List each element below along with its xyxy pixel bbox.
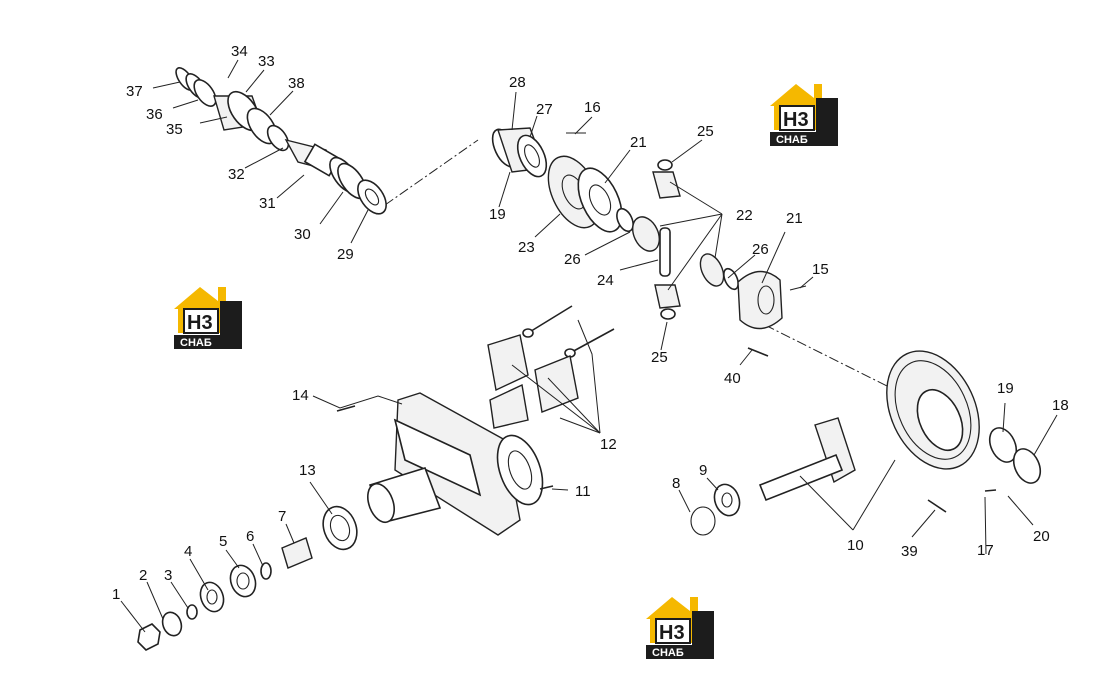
- callout-24: 24: [597, 272, 614, 289]
- callout-19-right: 19: [997, 380, 1014, 397]
- callout-33: 33: [258, 53, 275, 70]
- callout-25-bottom: 25: [651, 349, 668, 366]
- callout-34: 34: [231, 43, 248, 60]
- callout-12: 12: [600, 436, 617, 453]
- callout-20: 20: [1033, 528, 1050, 545]
- callout-14: 14: [292, 387, 309, 404]
- callout-35: 35: [166, 121, 183, 138]
- callout-19-left: 19: [489, 206, 506, 223]
- callout-7: 7: [278, 508, 286, 525]
- callout-30: 30: [294, 226, 311, 243]
- callout-37: 37: [126, 83, 143, 100]
- brand-logo: H3 CHAБ: [646, 597, 714, 659]
- callout-36: 36: [146, 106, 163, 123]
- callout-18: 18: [1052, 397, 1069, 414]
- callout-11: 11: [575, 483, 591, 500]
- callout-16: 16: [584, 99, 601, 116]
- callout-15: 15: [812, 261, 829, 278]
- callout-38: 38: [288, 75, 305, 92]
- callout-21-right: 21: [786, 210, 803, 227]
- callout-27: 27: [536, 101, 553, 118]
- brand-logo: H3 CHAБ: [174, 287, 242, 349]
- callout-6: 6: [246, 528, 254, 545]
- input-shaft-group: [173, 65, 392, 219]
- callout-32: 32: [228, 166, 245, 183]
- svg-text:CHAБ: CHAБ: [776, 134, 808, 146]
- svg-text:CHAБ: CHAБ: [652, 647, 684, 659]
- callout-22: 22: [736, 207, 753, 224]
- callout-40: 40: [724, 370, 741, 387]
- svg-text:H3: H3: [783, 109, 809, 131]
- callout-1: 1: [112, 586, 120, 603]
- svg-text:H3: H3: [659, 622, 685, 644]
- callout-8: 8: [672, 475, 680, 492]
- brand-logo: H3 CHAБ: [770, 84, 838, 146]
- callout-26-right: 26: [752, 241, 769, 258]
- callout-23: 23: [518, 239, 535, 256]
- callout-28: 28: [509, 74, 526, 91]
- axis-line: [385, 140, 478, 205]
- axis-line: [765, 325, 905, 395]
- callout-10: 10: [847, 537, 864, 554]
- svg-text:H3: H3: [187, 312, 213, 334]
- callout-21-top: 21: [630, 134, 647, 151]
- callout-26-left: 26: [564, 251, 581, 268]
- svg-text:CHAБ: CHAБ: [180, 337, 212, 349]
- callout-13: 13: [299, 462, 316, 479]
- callout-31: 31: [259, 195, 276, 212]
- bearing-caps-group: [488, 306, 614, 428]
- callout-5: 5: [219, 533, 227, 550]
- callout-25-top: 25: [697, 123, 714, 140]
- callout-2: 2: [139, 567, 147, 584]
- callout-39: 39: [901, 543, 918, 560]
- callout-9: 9: [699, 462, 707, 479]
- callout-3: 3: [164, 567, 172, 584]
- callout-4: 4: [184, 543, 192, 560]
- callout-29: 29: [337, 246, 354, 263]
- callout-17: 17: [977, 542, 994, 559]
